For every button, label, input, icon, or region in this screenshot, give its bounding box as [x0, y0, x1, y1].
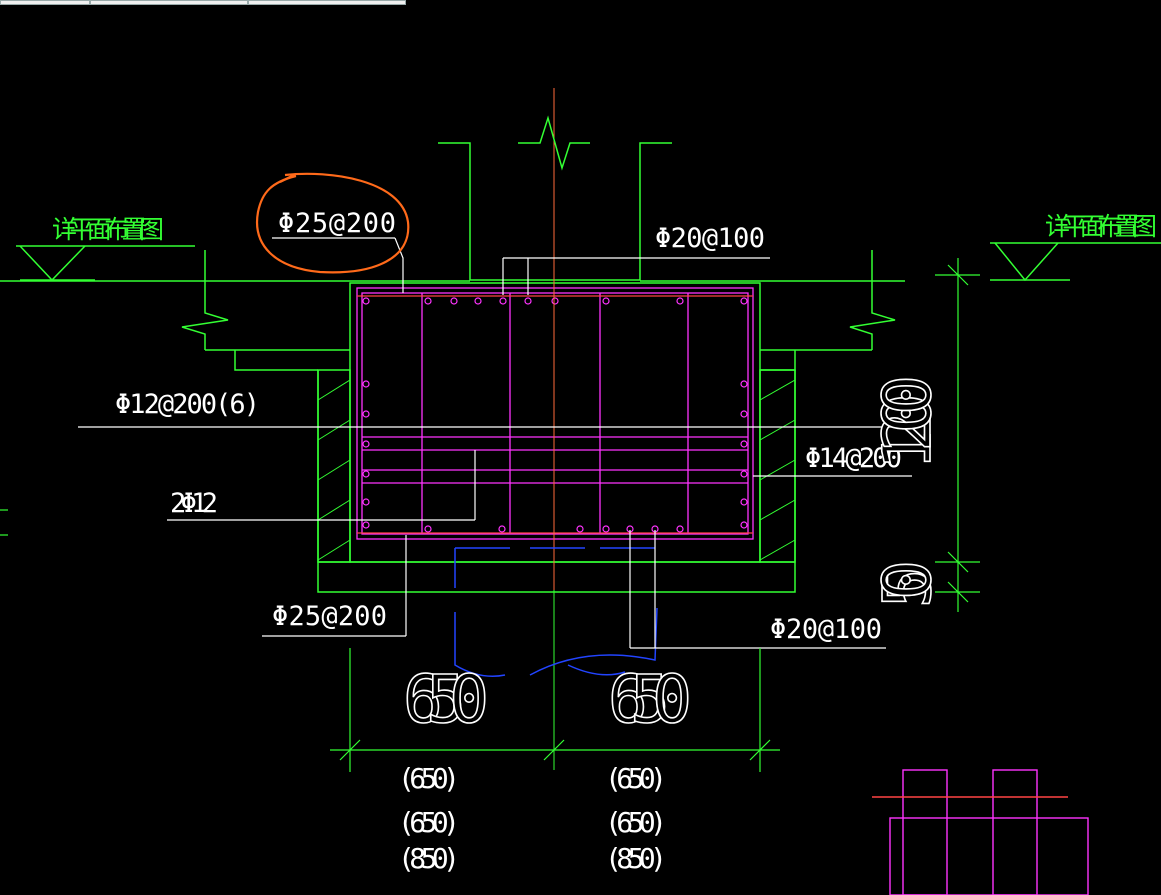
- dim-width-right: 650: [608, 661, 692, 738]
- pile-outline: [454, 547, 658, 677]
- label-top-bar-right[interactable]: Φ20@100: [655, 223, 765, 254]
- label-side-stirrup[interactable]: Φ12@200(6): [115, 389, 260, 420]
- dim-alt-right-1: (650): [605, 762, 667, 795]
- rebar-cage: [356, 287, 754, 540]
- dim-alt-right-3: (850): [605, 842, 667, 875]
- main-bars-red: [357, 295, 753, 534]
- ref-label-right: 详平面布置图: [1045, 212, 1157, 241]
- label-bottom-bar-right[interactable]: Φ20@100: [770, 614, 882, 645]
- level-marker-left: [16, 245, 195, 282]
- elevation-fragment: [872, 769, 1089, 895]
- tab-2[interactable]: [90, 0, 248, 5]
- dim-height-main: 1200: [869, 375, 946, 470]
- highlight-circle: [255, 172, 410, 274]
- hatch-left: [317, 379, 351, 561]
- label-bottom-bar-left[interactable]: Φ25@200: [272, 601, 387, 632]
- ref-label-left: 详平面布置图: [52, 215, 164, 244]
- level-marker-right: [990, 242, 1161, 282]
- dim-width-left: 650: [403, 661, 489, 738]
- label-side-bar-right[interactable]: Φ14@200: [805, 443, 902, 474]
- dimension-horizontal: [330, 648, 780, 772]
- dim-alt-left-1: (650): [398, 762, 460, 795]
- column-break-symbol: [518, 115, 590, 171]
- label-top-bar-left[interactable]: Φ25@200: [278, 208, 396, 239]
- dim-alt-right-2: (650): [605, 806, 667, 839]
- rebar-dots: [362, 297, 748, 533]
- leader-lines: [78, 237, 912, 649]
- foundation-outline: [0, 142, 905, 593]
- tab-1[interactable]: [0, 0, 90, 5]
- hatch-right: [759, 379, 796, 561]
- tab-3[interactable]: [248, 0, 406, 5]
- dim-alt-left-2: (650): [398, 806, 460, 839]
- dim-alt-left-3: (850): [398, 842, 460, 875]
- window-top-strip: [0, 0, 1161, 6]
- dim-height-small: 50: [869, 560, 946, 608]
- dimension-vertical: [935, 258, 980, 612]
- label-waist-bars[interactable]: 2Φ12: [170, 488, 218, 519]
